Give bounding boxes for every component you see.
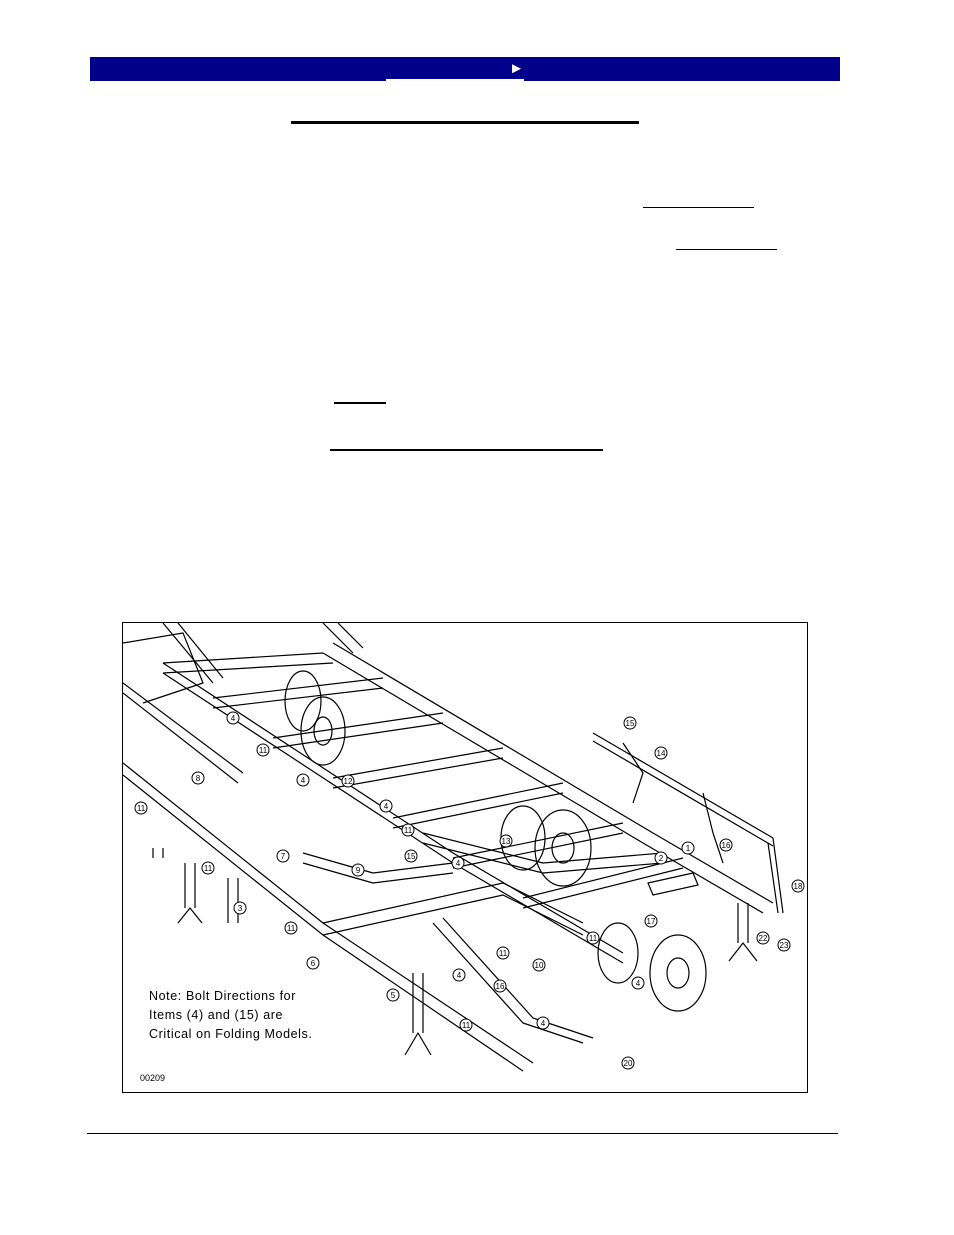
svg-text:12: 12 [344,777,353,786]
note-line-3: Critical on Folding Models. [149,1027,313,1041]
svg-text:20: 20 [624,1059,633,1068]
figure-code: 00209 [140,1073,166,1083]
svg-text:4: 4 [457,971,462,980]
note-line-1: Note: Bolt Directions for [149,989,296,1003]
svg-text:4: 4 [301,776,306,785]
svg-text:6: 6 [311,959,316,968]
bolt-direction-note: Note: Bolt Directions for Items (4) and … [149,987,312,1044]
svg-text:23: 23 [780,941,789,950]
svg-text:9: 9 [356,866,361,875]
callout-markers [134,711,805,1070]
svg-text:11: 11 [259,746,268,755]
svg-text:4: 4 [456,859,461,868]
svg-text:13: 13 [502,837,511,846]
footer-divider [87,1133,838,1134]
svg-text:2: 2 [659,854,664,863]
svg-text:7: 7 [281,852,286,861]
svg-text:16: 16 [722,841,731,850]
svg-text:4: 4 [231,714,236,723]
svg-text:18: 18 [794,882,803,891]
svg-text:15: 15 [626,719,635,728]
svg-text:8: 8 [196,774,201,783]
svg-text:4: 4 [541,1019,546,1028]
svg-text:17: 17 [647,917,656,926]
svg-text:16: 16 [496,982,505,991]
svg-text:15: 15 [407,852,416,861]
link-underline-2[interactable] [676,249,777,250]
svg-text:11: 11 [287,924,296,933]
svg-text:4: 4 [636,979,641,988]
svg-text:22: 22 [759,934,768,943]
svg-text:11: 11 [137,804,146,813]
svg-text:11: 11 [204,864,213,873]
title-underline [291,121,639,124]
next-page-link[interactable]: ► [386,57,524,81]
svg-text:11: 11 [589,934,598,943]
svg-text:4: 4 [384,802,389,811]
svg-text:11: 11 [462,1021,471,1030]
svg-text:5: 5 [391,991,396,1000]
navigation-bar: ► [90,57,840,81]
section-underline [330,449,603,451]
svg-text:1: 1 [686,844,691,853]
svg-text:10: 10 [535,961,544,970]
link-underline-1[interactable] [643,207,754,208]
note-line-2: Items (4) and (15) are [149,1008,284,1022]
svg-text:11: 11 [404,826,413,835]
note-underline [334,402,386,404]
svg-text:3: 3 [238,904,243,913]
svg-text:11: 11 [499,949,508,958]
svg-text:14: 14 [657,749,666,758]
